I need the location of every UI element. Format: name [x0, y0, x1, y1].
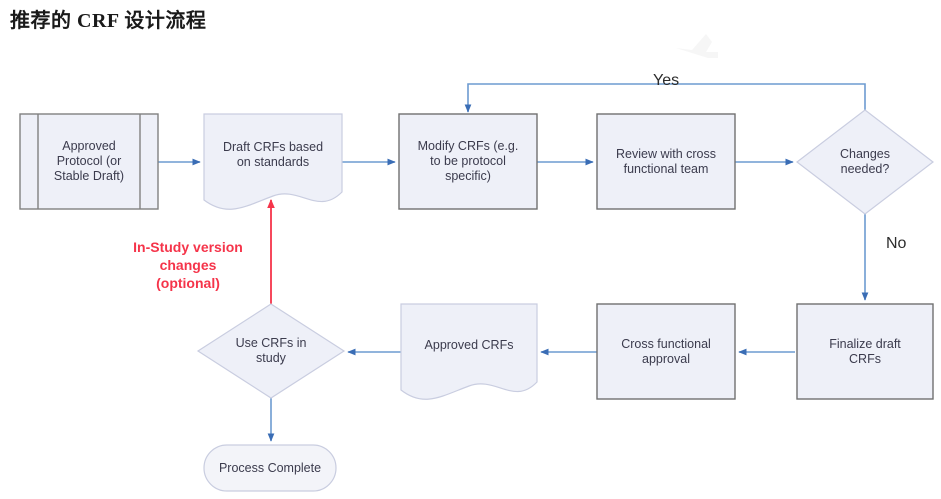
edge-label-yes: Yes	[653, 72, 680, 89]
node-cross-functional-approval[interactable]	[596, 303, 736, 400]
node-process-complete[interactable]	[203, 444, 337, 492]
annotation-in-study-version-changes: In-Study version changes (optional)	[133, 239, 243, 291]
node-changes-needed[interactable]	[796, 109, 934, 215]
node-finalize-draft-crfs[interactable]	[796, 303, 934, 400]
node-approved-protocol[interactable]	[19, 113, 159, 210]
node-modify-crfs[interactable]	[398, 113, 538, 210]
node-draft-crfs[interactable]	[203, 113, 343, 210]
edge-changes-needed-to-modify-crfs-yes	[464, 83, 866, 113]
connectors	[158, 83, 869, 442]
node-approved-crfs[interactable]	[400, 303, 538, 400]
edge-label-no: No	[886, 235, 907, 252]
page-title: 推荐的 CRF 设计流程	[10, 10, 207, 32]
node-use-crfs-in-study[interactable]	[196, 303, 346, 399]
node-review-cross-functional[interactable]	[596, 113, 736, 210]
